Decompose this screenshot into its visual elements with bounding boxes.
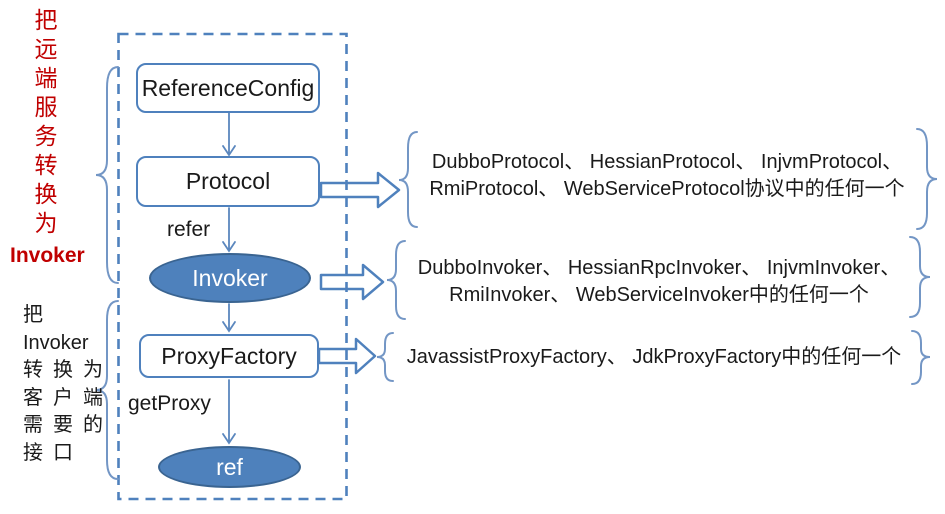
arrow-protocol-to-invoker: [222, 207, 236, 253]
open-brace-protocol-impls: [398, 131, 418, 228]
annotation-line: 接口: [23, 441, 83, 464]
open-brace-invoker-impls: [386, 240, 406, 320]
arrow-proxyfactory-to-ref: [222, 379, 236, 445]
node-ref: ref: [158, 446, 301, 488]
callout-protocol-implementations: DubboProtocol、 HessianProtocol、 InjvmPro…: [420, 149, 914, 203]
edge-label-getproxy: getProxy: [128, 392, 211, 415]
annotation-invoker-to-interface: 把 Invoker 转换为 客户端 需要的 接口: [23, 302, 133, 467]
annotation-char: 换: [34, 181, 58, 207]
annotation-remote-to-invoker: 把 远 端 服 务 转 换 为 Invoker: [10, 6, 85, 270]
arrow-referenceconfig-to-protocol: [222, 112, 236, 157]
block-arrow-invoker-impls: [319, 263, 385, 301]
callout-line: DubboInvoker、 HessianRpcInvoker、 InjvmIn…: [417, 257, 901, 279]
node-reference-config: ReferenceConfig: [136, 63, 320, 113]
annotation-char: 远: [34, 36, 58, 62]
callout-line: JavassistProxyFactory、 JdkProxyFactory中的…: [406, 346, 902, 368]
annotation-char: 为: [34, 210, 58, 236]
node-proxy-factory: ProxyFactory: [139, 334, 319, 378]
annotation-line: 转换为: [23, 359, 113, 381]
edge-label-refer: refer: [167, 218, 211, 241]
block-arrow-proxyfactory-impls: [317, 337, 377, 375]
callout-proxyfactory-implementations: JavassistProxyFactory、 JdkProxyFactory中的…: [398, 344, 910, 371]
open-brace-proxyfactory-impls: [376, 332, 394, 382]
annotation-line: Invoker: [23, 331, 89, 354]
callout-invoker-implementations: DubboInvoker、 HessianRpcInvoker、 InjvmIn…: [412, 255, 906, 309]
block-arrow-protocol-impls: [319, 171, 401, 209]
left-brace-remote-group: [95, 66, 119, 284]
annotation-char: 服: [34, 94, 58, 120]
close-brace-proxyfactory-impls: [911, 330, 931, 385]
arrow-invoker-to-proxyfactory: [222, 303, 236, 333]
node-invoker: Invoker: [149, 253, 311, 303]
annotation-invoker-highlight: Invoker: [10, 244, 85, 267]
annotation-line: 把: [23, 304, 53, 326]
annotation-char: 把: [34, 7, 58, 33]
close-brace-invoker-impls: [909, 236, 931, 318]
annotation-char: 转: [34, 152, 58, 178]
callout-line: RmiProtocol、 WebServiceProtocol协议中的任何一个: [429, 178, 905, 200]
callout-line: DubboProtocol、 HessianProtocol、 InjvmPro…: [431, 151, 903, 173]
annotation-line: 客户端: [23, 386, 113, 409]
annotation-char: 务: [34, 123, 58, 149]
node-protocol: Protocol: [136, 156, 320, 207]
annotation-line: 需要的: [23, 414, 113, 436]
callout-line: RmiInvoker、 WebServiceInvoker中的任何一个: [449, 284, 869, 306]
close-brace-protocol-impls: [916, 128, 938, 230]
annotation-char: 端: [34, 65, 58, 91]
